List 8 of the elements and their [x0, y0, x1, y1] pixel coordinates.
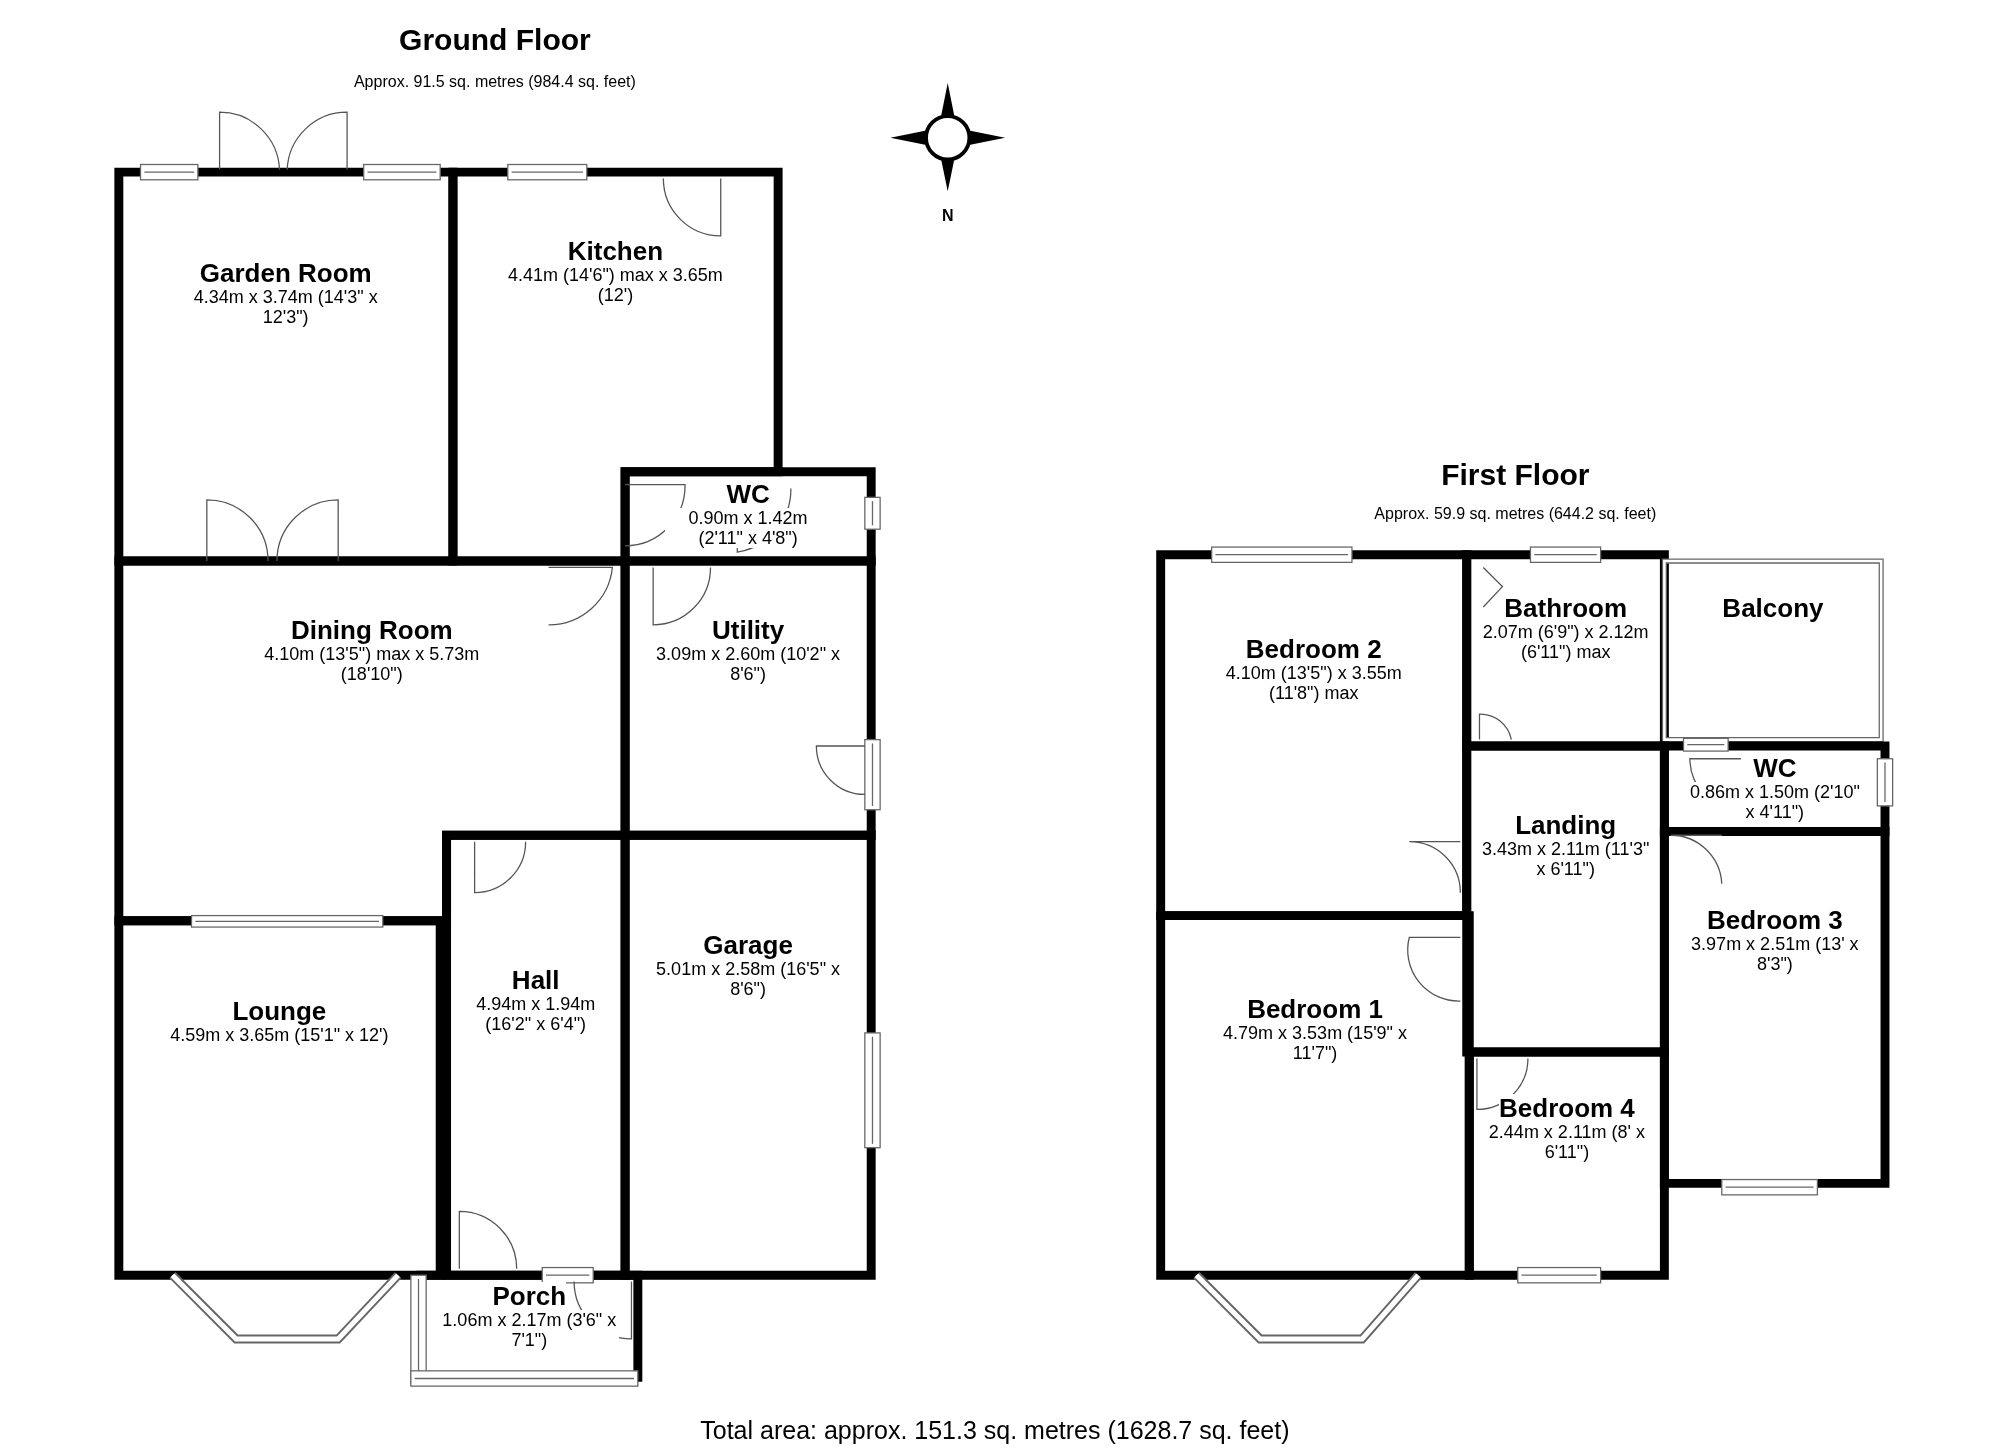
room-dimensions: 1.06m x 2.17m (3'6" x 7'1") — [440, 1309, 619, 1350]
total-area-caption: Total area: approx. 151.3 sq. metres (1628.7 sq. feet) — [700, 1415, 1290, 1445]
north-label: N — [941, 206, 954, 225]
floor-area-note: Approx. 59.9 sq. metres (644.2 sq. feet) — [1374, 505, 1657, 524]
floor-heading: First Floor — [1441, 457, 1590, 492]
floor-heading: Ground Floor — [399, 22, 591, 57]
floor-area-note: Approx. 91.5 sq. metres (984.4 sq. feet) — [353, 72, 636, 91]
room-dimensions: 4.59m x 3.65m (15'1" x 12') — [170, 1025, 389, 1046]
